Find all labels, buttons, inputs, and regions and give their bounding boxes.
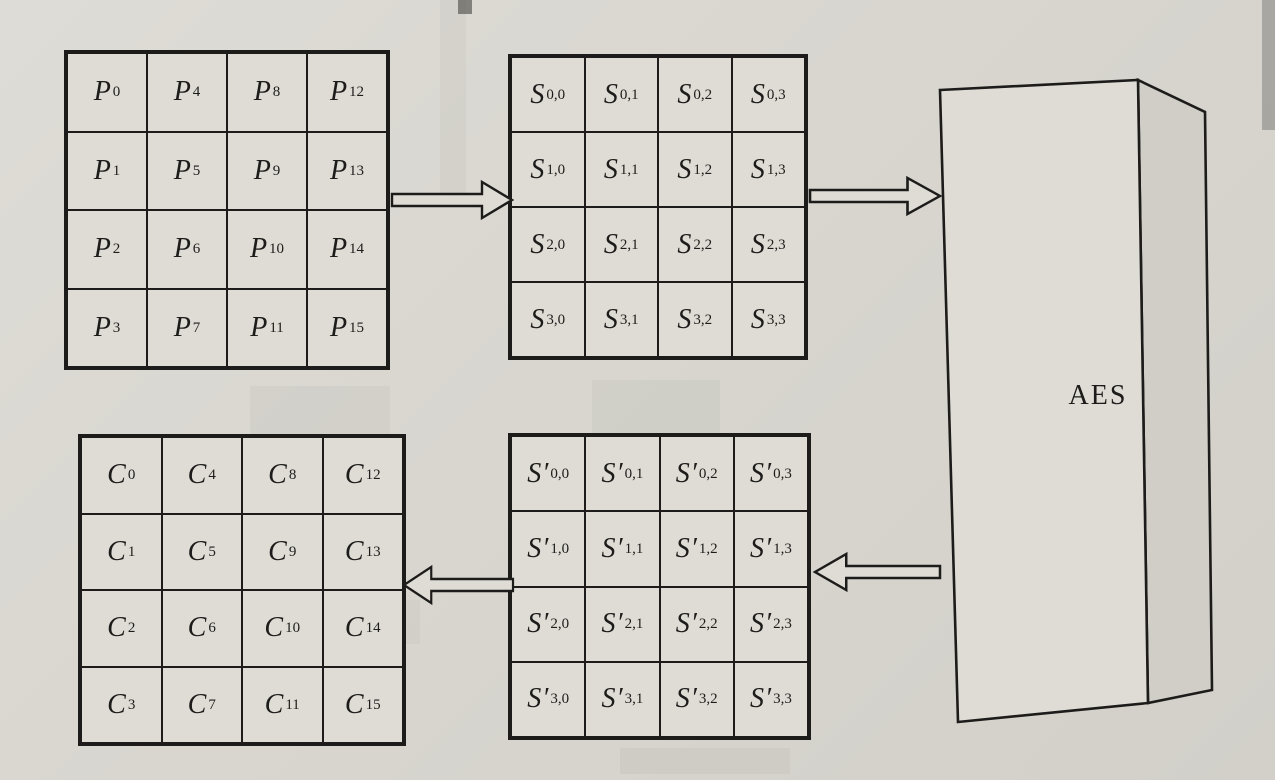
arrow-s-to-aes-icon [808,175,943,217]
aes-label: AES [1069,380,1128,411]
matrix-cell: S′2,3 [733,586,808,662]
matrix-cell: S′2,2 [659,586,734,662]
matrix-cell: S′1,1 [585,511,660,587]
matrix-cell: S′1,0 [511,511,586,587]
matrix-cell: S′0,0 [511,436,586,512]
matrix-cell: S′2,0 [511,586,586,662]
arrow-aes-to-s-prime-icon [812,551,942,593]
matrix-cell: S′0,3 [733,436,808,512]
matrix-cell: S′0,2 [659,436,734,512]
matrix-cell: S′3,3 [733,661,808,737]
aes-block: AES [938,77,1214,724]
arrow-s-prime-to-c-icon [401,564,515,606]
matrix-cell: S′3,2 [659,661,734,737]
arrow-p-to-s-icon [390,179,515,221]
matrix-cell: S′0,1 [585,436,660,512]
scan-artifact [440,0,466,205]
matrix-cell: S′2,1 [585,586,660,662]
aes-side-face [1136,77,1214,705]
matrix-cell: S′3,0 [511,661,586,737]
matrix-cell: S′1,2 [659,511,734,587]
scan-artifact [250,386,390,440]
aes-front-face [938,78,1150,724]
scan-artifact [1262,0,1275,130]
scan-artifact [458,0,472,14]
matrix-cell: S′3,1 [585,661,660,737]
scan-artifact [592,380,720,438]
matrix-cell: S′1,3 [733,511,808,587]
scan-artifact [620,748,790,774]
